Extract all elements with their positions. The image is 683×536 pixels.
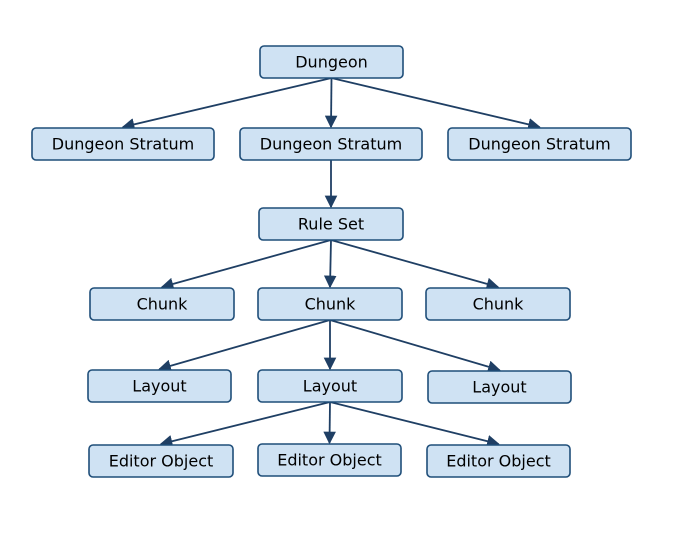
- node-dungeon-stratum-1: Dungeon Stratum: [31, 127, 215, 161]
- node-layout-1: Layout: [87, 369, 232, 403]
- node-chunk-2: Chunk: [257, 287, 403, 321]
- node-layout-2: Layout: [257, 369, 403, 403]
- node-dungeon-label: Dungeon: [295, 53, 368, 72]
- node-rule-set: Rule Set: [258, 207, 404, 241]
- node-editor-object-2-label: Editor Object: [277, 451, 382, 470]
- edge-rule_set-to-chunk_2: [323, 239, 337, 289]
- node-dungeon-stratum-3-label: Dungeon Stratum: [468, 135, 610, 154]
- edge-chunk_2-to-layout_3: [329, 319, 501, 373]
- node-chunk-3-label: Chunk: [473, 295, 525, 314]
- edge-layout_2-to-editor_object_1: [159, 401, 331, 448]
- node-dungeon: Dungeon: [259, 45, 404, 79]
- node-editor-object-1-label: Editor Object: [109, 452, 214, 471]
- node-dungeon-stratum-2-label: Dungeon Stratum: [260, 135, 402, 154]
- edge-root-to-stratum_2: [324, 77, 338, 129]
- node-rule-set-label: Rule Set: [298, 215, 364, 234]
- edge-rule_set-to-chunk_1: [160, 239, 332, 291]
- node-dungeon-stratum-1-label: Dungeon Stratum: [52, 135, 194, 154]
- node-editor-object-3-label: Editor Object: [446, 452, 551, 471]
- edges-layer: [121, 77, 541, 448]
- edge-chunk_2-to-layout_1: [158, 319, 331, 372]
- node-layout-2-label: Layout: [303, 377, 357, 396]
- edge-root-to-stratum_3: [331, 77, 541, 131]
- node-dungeon-stratum-2: Dungeon Stratum: [239, 127, 423, 161]
- edge-rule_set-to-chunk_3: [330, 239, 500, 290]
- edge-root-to-stratum_1: [121, 77, 332, 131]
- edge-layout_2-to-editor_object_2: [323, 401, 336, 445]
- node-editor-object-1: Editor Object: [88, 444, 234, 478]
- node-editor-object-3: Editor Object: [426, 444, 571, 478]
- node-chunk-1: Chunk: [89, 287, 235, 321]
- node-chunk-2-label: Chunk: [305, 295, 357, 314]
- node-layout-1-label: Layout: [132, 377, 186, 396]
- node-chunk-3: Chunk: [425, 287, 571, 321]
- node-chunk-1-label: Chunk: [137, 295, 189, 314]
- node-layout-3: Layout: [427, 370, 572, 404]
- node-layout-3-label: Layout: [472, 378, 526, 397]
- node-dungeon-stratum-3: Dungeon Stratum: [447, 127, 632, 161]
- node-editor-object-2: Editor Object: [257, 443, 402, 477]
- edge-layout_2-to-editor_object_3: [329, 401, 500, 448]
